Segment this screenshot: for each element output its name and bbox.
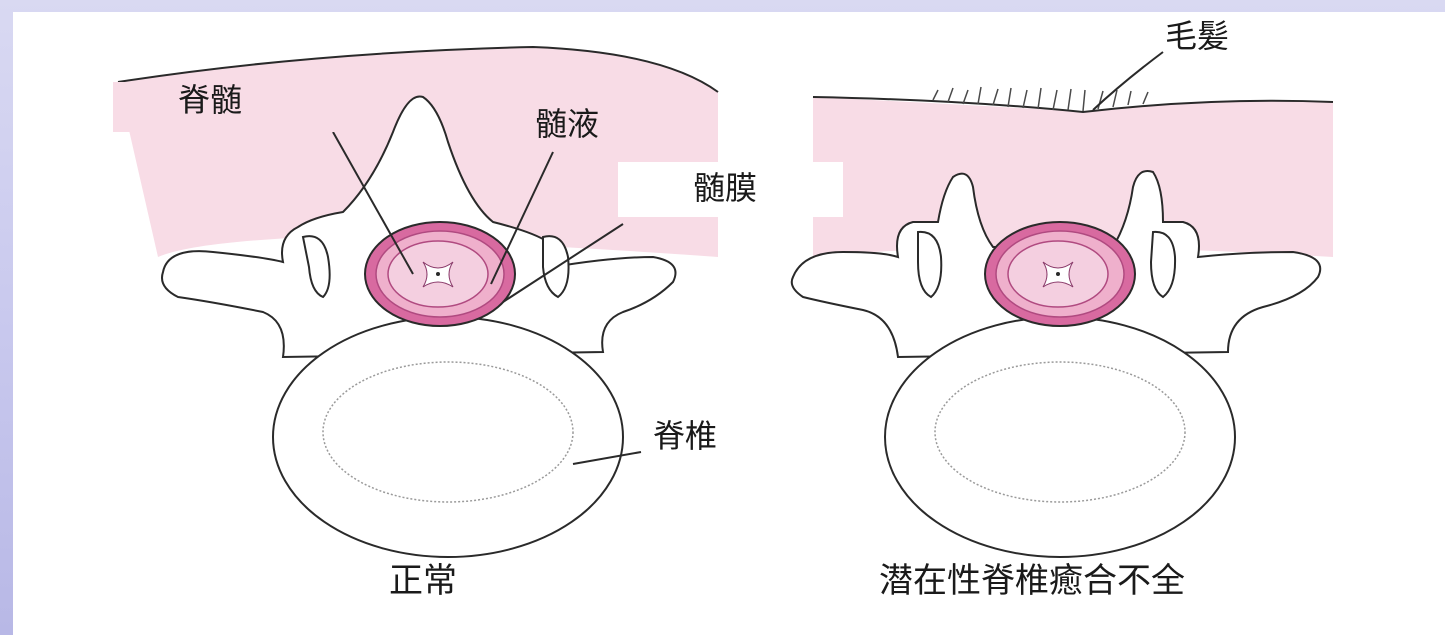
vertebral-body-right [885, 317, 1235, 557]
hair-leader [1093, 52, 1163, 110]
vertebral-body [273, 317, 623, 557]
caption-normal: 正常 [389, 564, 457, 598]
label-vertebra: 脊椎 [653, 420, 717, 452]
left-facet-right [918, 232, 941, 297]
occult-vertebra-figure [792, 52, 1333, 557]
diagram-canvas: 脊髄 髄液 髄膜 毛髪 脊椎 正常 潜在性脊椎癒合不全 [13, 12, 1445, 635]
central-canal-right [1056, 272, 1060, 276]
right-facet-right [1151, 232, 1175, 297]
central-canal [436, 272, 440, 276]
label-spinal-cord: 脊髄 [178, 84, 242, 116]
label-meninges: 髄膜 [693, 172, 757, 204]
label-hair: 毛髪 [1165, 20, 1229, 52]
label-csf: 髄液 [535, 108, 599, 140]
caption-occult: 潜在性脊椎癒合不全 [879, 564, 1185, 598]
